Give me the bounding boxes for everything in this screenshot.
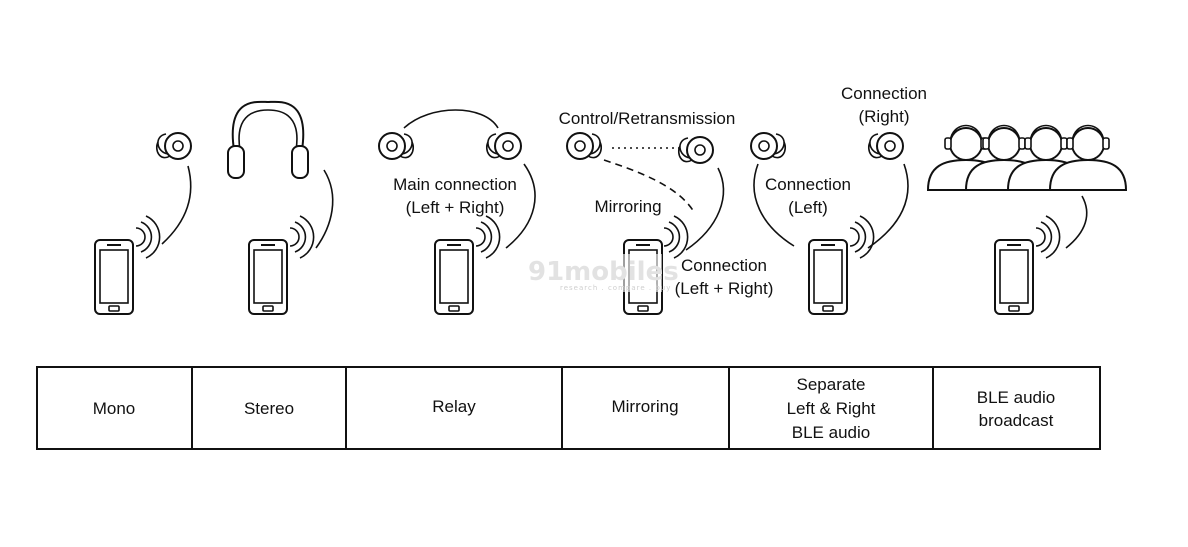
table-cell-broadcast-line2: broadcast (979, 411, 1054, 430)
watermark-brand: 91mobiles (528, 257, 679, 287)
relay-main-label-line2: (Left + Right) (406, 198, 505, 217)
connection-line (315, 169, 334, 249)
wireless-signal-icon (289, 215, 315, 259)
mirroring-label: Mirroring (594, 197, 661, 216)
connection-left-label-line2: (Left) (788, 198, 828, 217)
earbud-icon (155, 132, 192, 160)
separate-lr-scene: Connection (Right) Connection (Left) (750, 84, 927, 315)
relay-scene: Main connection (Left + Right) (378, 109, 536, 315)
smartphone-icon (434, 239, 474, 315)
table-cell-separate-line1: Separate (797, 375, 866, 394)
wireless-signal-icon (135, 215, 161, 259)
earbud-icon (566, 132, 603, 160)
mirroring-dashed-line (603, 159, 695, 213)
table-cell-mirroring: Mirroring (611, 397, 678, 416)
earbud-icon (867, 132, 904, 160)
wireless-signal-icon (849, 215, 875, 259)
connection-right-label-line1: Connection (841, 84, 927, 103)
smartphone-icon (94, 239, 134, 315)
relay-main-label-line1: Main connection (393, 175, 517, 194)
table-cell-stereo: Stereo (244, 399, 294, 418)
mirroring-scene: Control/Retransmission Mirroring Connect… (526, 109, 774, 315)
table-cell-relay: Relay (432, 397, 476, 416)
connection-lr-label-line2: (Left + Right) (675, 279, 774, 298)
ble-broadcast-scene (927, 124, 1127, 315)
smartphone-icon (248, 239, 288, 315)
table-cell-mono: Mono (93, 399, 136, 418)
table-border (36, 366, 1101, 450)
smartphone-icon (994, 239, 1034, 315)
watermark: 91mobiles research . compare . buy (526, 254, 679, 292)
connection-line (403, 109, 499, 129)
connection-line (1065, 195, 1088, 249)
connection-lr-label-line1: Connection (681, 256, 767, 275)
headphones-icon (227, 100, 309, 179)
connection-right-label-line2: (Right) (858, 107, 909, 126)
listener-icon (1049, 124, 1127, 191)
wireless-signal-icon (1035, 215, 1061, 259)
connection-line (867, 163, 909, 249)
mode-table: Mono Stereo Relay Mirroring Separate Lef… (36, 366, 1101, 450)
table-cell-separate-line3: BLE audio (792, 423, 870, 442)
earbud-icon (485, 132, 522, 160)
earbud-icon (378, 132, 415, 160)
earbud-icon (677, 136, 714, 164)
connection-left-label-line1: Connection (765, 175, 851, 194)
table-cell-separate-line2: Left & Right (787, 399, 876, 418)
connection-line (161, 165, 192, 245)
connection-line (685, 167, 725, 251)
earbud-icon (750, 132, 787, 160)
wireless-signal-icon (663, 215, 689, 259)
connection-line (505, 163, 536, 249)
wireless-signal-icon (475, 215, 501, 259)
smartphone-icon (808, 239, 848, 315)
connection-line (753, 163, 795, 247)
mono-scene (94, 132, 192, 315)
watermark-tagline: research . compare . buy (560, 284, 671, 292)
stereo-scene (227, 100, 334, 315)
table-cell-broadcast-line1: BLE audio (977, 388, 1055, 407)
control-retransmission-label: Control/Retransmission (559, 109, 736, 128)
